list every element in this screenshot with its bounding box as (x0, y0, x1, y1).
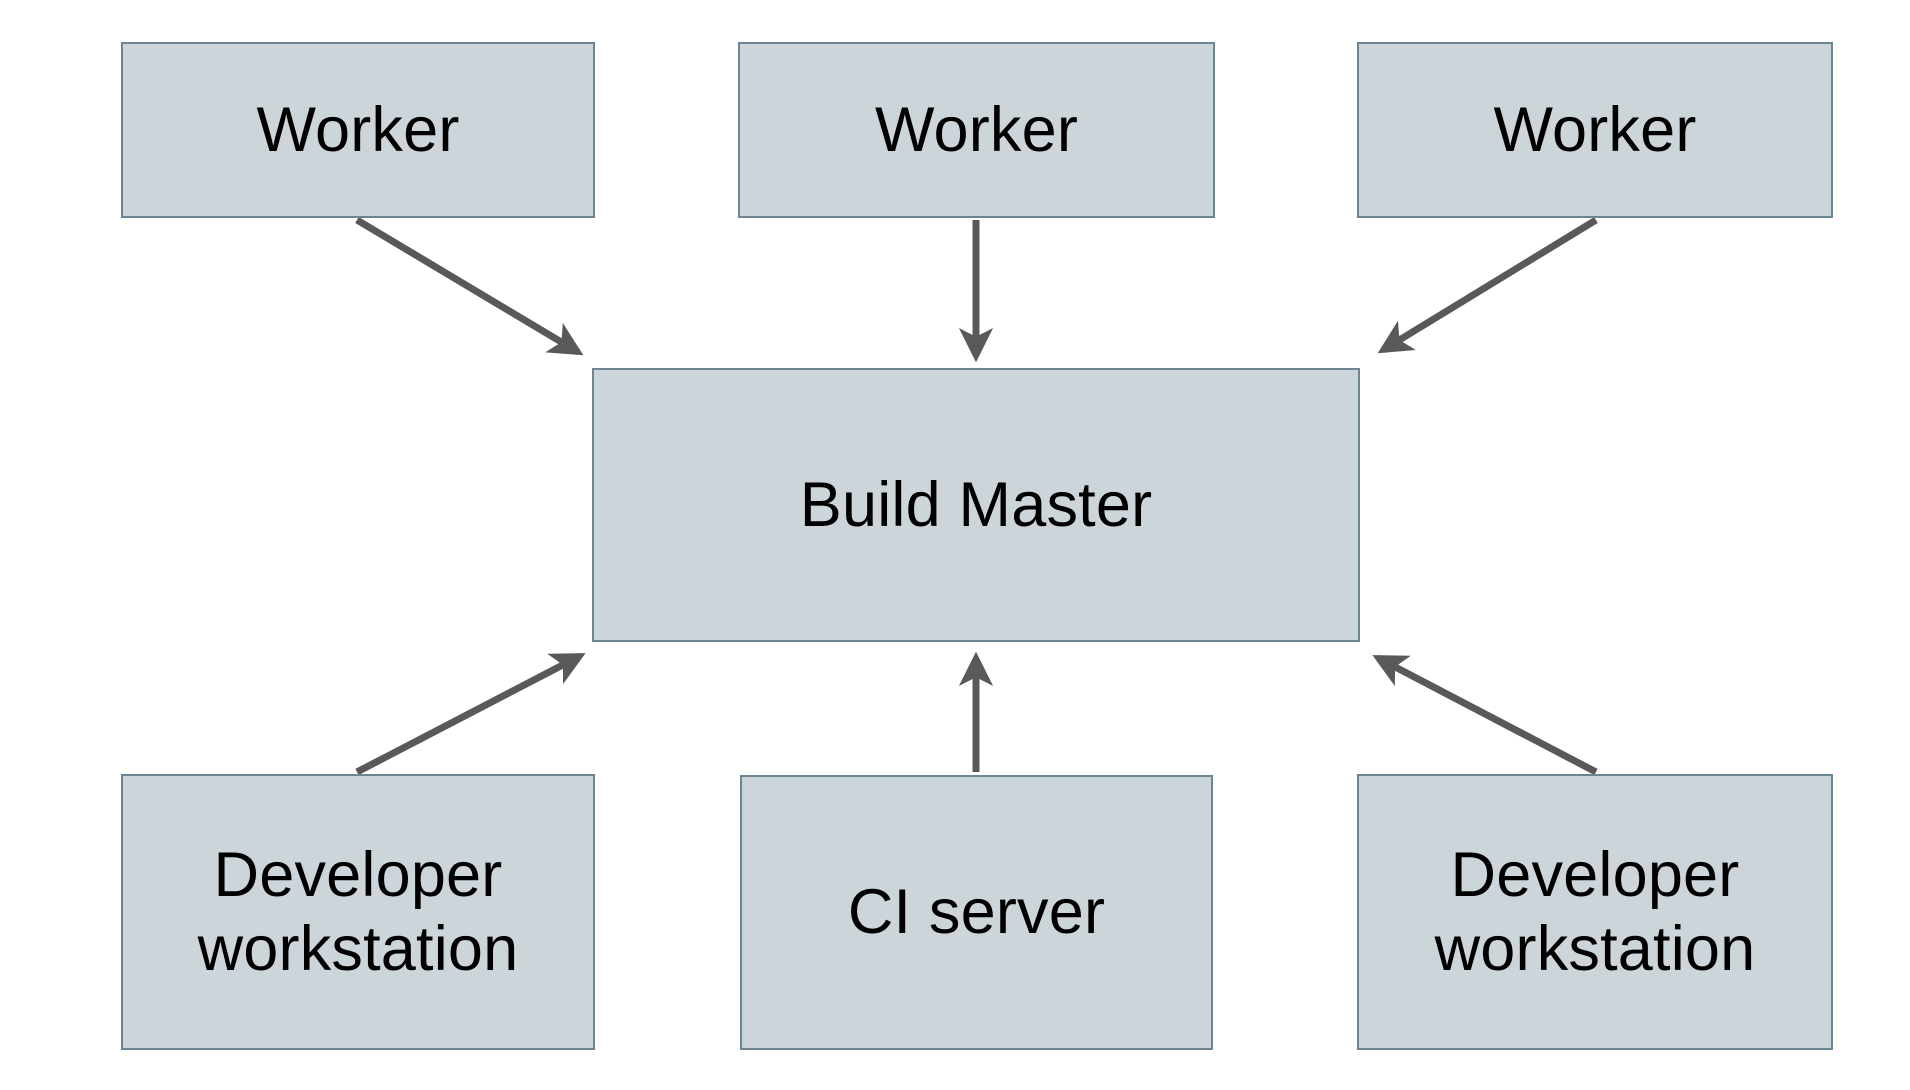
edge-worker-1-to-build-master (355, 216, 584, 356)
node-worker-3-label: Worker (1493, 94, 1697, 165)
node-worker-1-label: Worker (256, 94, 460, 165)
node-worker-2-label: Worker (874, 94, 1079, 165)
node-developer-workstation-right[interactable]: Developer workstation (1357, 774, 1833, 1050)
node-worker-2[interactable]: Worker (738, 42, 1215, 218)
node-worker-1[interactable]: Worker (121, 42, 595, 218)
node-developer-workstation-right-label: Developer workstation (1434, 839, 1756, 984)
node-ci-server[interactable]: CI server (740, 775, 1213, 1050)
node-build-master[interactable]: Build Master (592, 368, 1360, 642)
node-worker-3[interactable]: Worker (1357, 42, 1833, 218)
edge-dev-left-to-build-master (355, 652, 586, 776)
node-developer-workstation-left[interactable]: Developer workstation (121, 774, 595, 1050)
node-developer-workstation-left-label: Developer workstation (197, 839, 519, 984)
edge-dev-right-to-build-master (1372, 654, 1598, 776)
node-build-master-label: Build Master (799, 469, 1153, 540)
node-ci-server-label: CI server (847, 877, 1106, 948)
edge-worker-3-to-build-master (1377, 217, 1598, 354)
